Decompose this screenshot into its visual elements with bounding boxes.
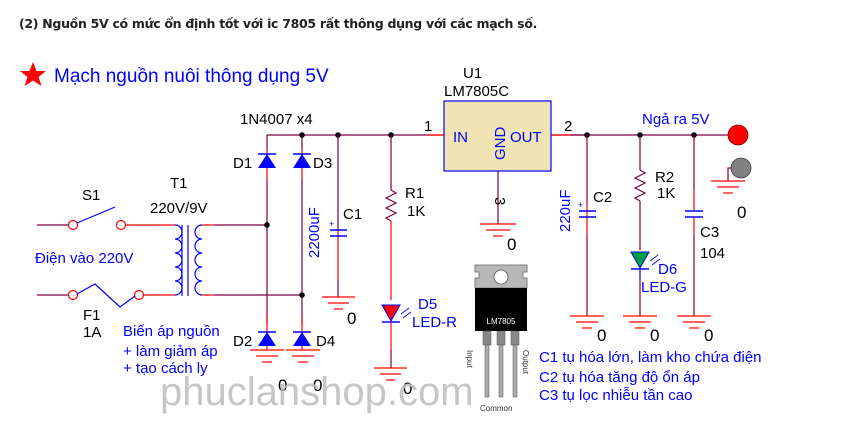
pin-output-label: Output (521, 350, 530, 375)
svg-text:+ tạo cách ly: + tạo cách ly (123, 360, 208, 377)
pin-common-label: Common (480, 404, 512, 413)
f1-rating: 1A (83, 324, 101, 341)
input-wires (37, 224, 175, 296)
svg-text:C1 tụ hóa lớn, làm kho chứa đi: C1 tụ hóa lớn, làm kho chứa điện (539, 349, 762, 366)
diagram-title: Mạch nguồn nuôi thông dụng 5V (54, 66, 329, 87)
ground-label: 0 (737, 203, 746, 222)
d6-label: D6 (658, 261, 677, 278)
t1-rating: 220V/9V (150, 200, 208, 217)
r1-label: R1 (405, 185, 424, 202)
diode-d4 (293, 315, 311, 350)
transformer-note: Biến áp nguồn + làm giảm áp + tạo cách l… (123, 323, 220, 377)
switch-s1: S1 (67, 187, 127, 231)
output-terminal-positive (727, 124, 749, 146)
output-terminal-ground (730, 157, 752, 179)
d5-type: LED-R (412, 314, 457, 331)
d6-type: LED-G (641, 279, 687, 296)
lm7805-package: LM7805 Input Common Output (465, 264, 530, 413)
r1-value: 1K (407, 203, 425, 220)
pin-2-label: 2 (564, 118, 572, 135)
ground-label: 0 (507, 235, 516, 254)
d5-label: D5 (418, 296, 437, 313)
ground-label: 0 (278, 376, 287, 395)
ground-label: 0 (597, 326, 606, 345)
u1-ground (480, 171, 516, 237)
svg-text:+: + (329, 219, 334, 229)
c2-label: C2 (593, 189, 612, 206)
watermark: phuclanshop.com (160, 370, 474, 414)
pin-3-label: 3 (491, 197, 508, 205)
page-heading: (2) Nguồn 5V có mức ổn định tốt với ic 7… (19, 16, 538, 31)
diodes-label: 1N4007 x4 (240, 111, 313, 128)
resistor-r1 (384, 135, 398, 300)
package-label: LM7805 (487, 317, 516, 326)
c3-label: C3 (700, 224, 719, 241)
led-d6-green (623, 251, 661, 329)
d4-label: D4 (316, 333, 335, 350)
u1-label: U1 (463, 65, 482, 82)
svg-text:C2 tụ hóa tăng độ ổn áp: C2 tụ hóa tăng độ ổn áp (539, 369, 700, 386)
ground-symbol (250, 349, 320, 363)
u1-pin-in: IN (453, 129, 468, 146)
ground-label: 0 (704, 326, 713, 345)
fuse-f1: F1 1A (67, 283, 145, 341)
ground-label: 0 (313, 376, 322, 395)
output-label: Ngả ra 5V (642, 111, 710, 128)
terminal-ground (711, 167, 745, 194)
f1-label: F1 (83, 307, 101, 324)
r2-value: 1K (657, 185, 675, 202)
svg-text:Biến áp nguồn: Biến áp nguồn (123, 323, 220, 340)
c3-value: 104 (700, 245, 725, 262)
d2-label: D2 (233, 333, 252, 350)
diode-d3 (293, 150, 311, 180)
led-d5-red (374, 304, 412, 381)
r2-label: R2 (655, 169, 674, 186)
capacitor-c3 (677, 135, 711, 329)
ground-label: 0 (403, 379, 412, 398)
t1-label: T1 (170, 175, 188, 192)
svg-text:+ làm giảm áp: + làm giảm áp (123, 343, 218, 360)
diode-d1 (258, 150, 276, 180)
input-voltage-label: Điện vào 220V (35, 250, 133, 267)
c2-value: 220uF (557, 189, 574, 232)
capacitor-c1: + (322, 135, 355, 310)
star-icon (20, 62, 46, 86)
ground-label: 0 (347, 309, 356, 328)
capacitor-notes: C1 tụ hóa lớn, làm kho chứa điện C2 tụ h… (539, 349, 762, 404)
c1-value: 2200uF (306, 207, 323, 258)
diode-d2 (258, 315, 276, 350)
pin-input-label: Input (465, 350, 474, 369)
pin-1-label: 1 (424, 118, 432, 135)
d1-label: D1 (233, 155, 252, 172)
c1-label: C1 (343, 206, 362, 223)
u1-pin-out: OUT (510, 129, 542, 146)
d3-label: D3 (313, 155, 332, 172)
resistor-r2 (633, 135, 647, 250)
u1-part: LM7805C (444, 83, 509, 100)
ground-label: 0 (650, 326, 659, 345)
transformer-t1 (174, 224, 214, 296)
u1-pin-gnd: GND (492, 127, 509, 161)
bridge-junctions (264, 132, 394, 298)
svg-text:+: + (578, 200, 583, 210)
s1-label: S1 (82, 187, 100, 204)
capacitor-c2: + (570, 135, 604, 329)
svg-text:C3 tụ lọc nhiễu tần cao: C3 tụ lọc nhiễu tần cao (539, 387, 692, 404)
